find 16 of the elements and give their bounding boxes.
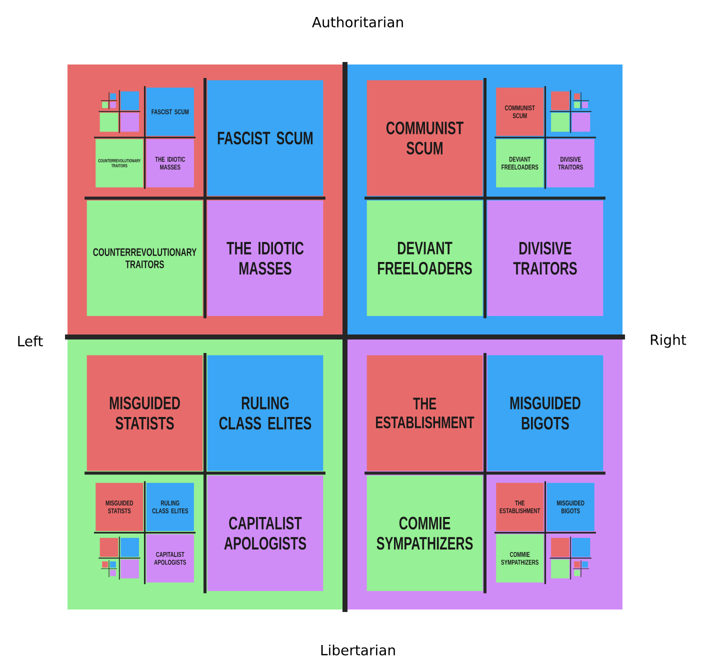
label-cell: DEVIANT FREELOADERS [366,200,483,316]
label-cell: DIVISIVE TRAITORS [487,200,604,316]
label-cell: MISGUIDED BIGOTS [487,355,604,471]
label-cell: COMMUNIST SCUM [366,80,483,196]
label-cell: CAPITALIST APOLOGISTS [207,475,324,591]
label-cell: THE ESTABLISHMENT [366,355,483,471]
axis-label: Libertarian [321,644,395,656]
axis-label: Right [650,334,686,348]
label-cell: FASCIST SCUM [207,80,324,196]
axis-label: Authoritarian [312,16,403,28]
axis-label: Left [18,336,43,346]
label-cell: COUNTERREVOLUTIONARY TRAITORS [86,200,203,316]
label-cell: MISGUIDED STATISTS [86,355,203,471]
label-cell: COMMIE SYMPATHIZERS [366,475,483,591]
label-cell: RULING CLASS ELITES [207,355,324,471]
label-cell: THE IDIOTIC MASSES [207,200,324,316]
